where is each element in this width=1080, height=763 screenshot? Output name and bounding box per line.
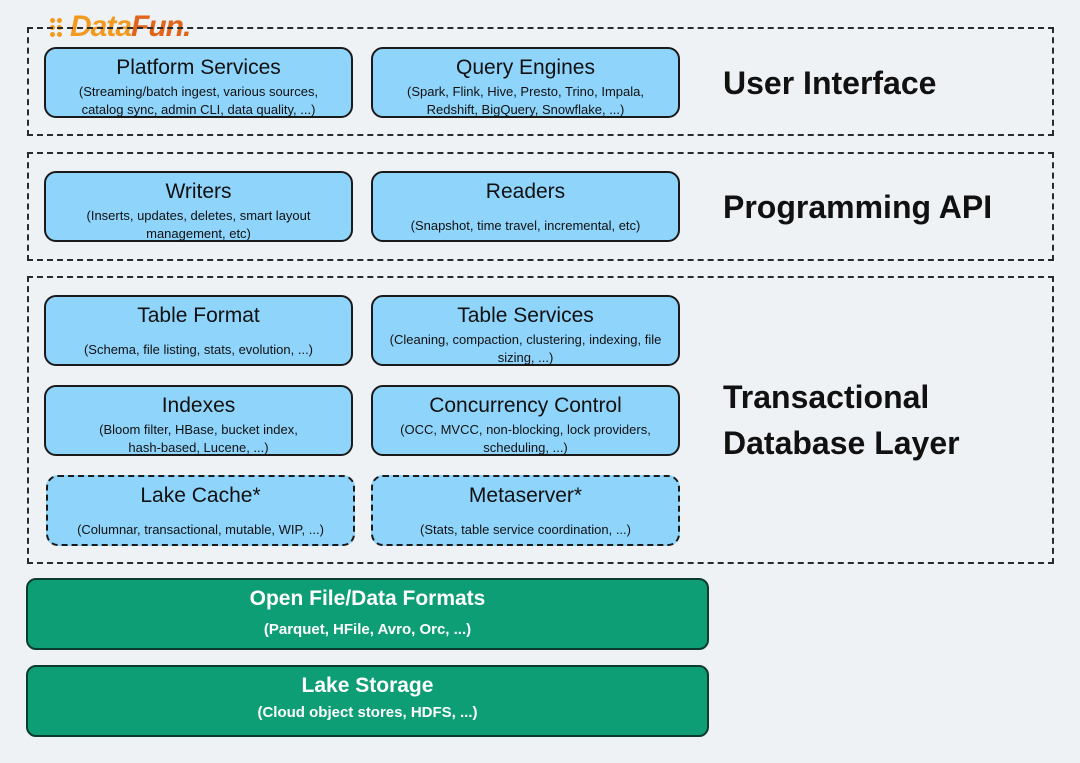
query-engines-title: Query Engines: [456, 56, 595, 79]
indexes-box: Indexes (Bloom filter, HBase, bucket ind…: [44, 385, 353, 456]
table-format-box: Table Format (Schema, file listing, stat…: [44, 295, 353, 366]
metaserver-desc: (Stats, table service coordination, ...): [420, 522, 631, 537]
lake-cache-desc: (Columnar, transactional, mutable, WIP, …: [77, 522, 324, 537]
table-services-box: Table Services (Cleaning, compaction, cl…: [371, 295, 680, 366]
lake-storage-title: Lake Storage: [301, 674, 434, 697]
metaserver-box: Metaserver* (Stats, table service coordi…: [371, 475, 680, 546]
user-interface-layer: [27, 27, 1054, 136]
lake-cache-title: Lake Cache*: [140, 484, 261, 507]
writers-desc: (Inserts, updates, deletes, smart layout…: [86, 208, 311, 241]
programming-api-layer: [27, 152, 1054, 261]
open-file-formats-box: Open File/Data Formats (Parquet, HFile, …: [26, 578, 709, 650]
transactional-label: Transactional Database Layer: [723, 374, 960, 466]
logo-text-data: Data: [70, 10, 132, 43]
readers-box: Readers (Snapshot, time travel, incremen…: [371, 171, 680, 242]
concurrency-control-desc: (OCC, MVCC, non-blocking, lock providers…: [400, 422, 651, 455]
concurrency-control-box: Concurrency Control (OCC, MVCC, non-bloc…: [371, 385, 680, 456]
lake-storage-box: Lake Storage (Cloud object stores, HDFS,…: [26, 665, 709, 737]
open-file-formats-desc: (Parquet, HFile, Avro, Orc, ...): [263, 621, 472, 638]
table-format-desc: (Schema, file listing, stats, evolution,…: [83, 342, 314, 357]
query-engines-desc: (Spark, Flink, Hive, Presto, Trino, Impa…: [407, 84, 644, 117]
readers-desc: (Snapshot, time travel, incremental, etc…: [410, 218, 641, 233]
open-file-formats-title: Open File/Data Formats: [249, 587, 486, 610]
transactional-label-line2: Database Layer: [723, 425, 960, 461]
query-engines-box: Query Engines (Spark, Flink, Hive, Prest…: [371, 47, 680, 118]
indexes-title: Indexes: [161, 394, 236, 417]
platform-services-box: Platform Services (Streaming/batch inges…: [44, 47, 353, 118]
platform-services-title: Platform Services: [116, 56, 281, 79]
logo-text-fun: Fun.: [131, 10, 191, 43]
transactional-layer: [27, 276, 1054, 564]
table-services-desc: (Cleaning, compaction, clustering, index…: [389, 332, 662, 365]
table-format-title: Table Format: [137, 304, 260, 327]
table-services-title: Table Services: [457, 304, 594, 327]
transactional-label-line1: Transactional: [723, 379, 930, 415]
writers-title: Writers: [165, 180, 232, 203]
readers-title: Readers: [485, 180, 566, 203]
indexes-desc: (Bloom filter, HBase, bucket index, hash…: [99, 422, 298, 455]
concurrency-control-title: Concurrency Control: [429, 394, 622, 417]
lake-storage-desc: (Cloud object stores, HDFS, ...): [257, 704, 478, 721]
metaserver-title: Metaserver*: [468, 484, 583, 507]
lake-cache-box: Lake Cache* (Columnar, transactional, mu…: [46, 475, 355, 546]
programming-api-label: Programming API: [723, 189, 993, 225]
writers-box: Writers (Inserts, updates, deletes, smar…: [44, 171, 353, 242]
user-interface-label: User Interface: [723, 65, 937, 101]
platform-services-desc: (Streaming/batch ingest, various sources…: [78, 84, 319, 117]
